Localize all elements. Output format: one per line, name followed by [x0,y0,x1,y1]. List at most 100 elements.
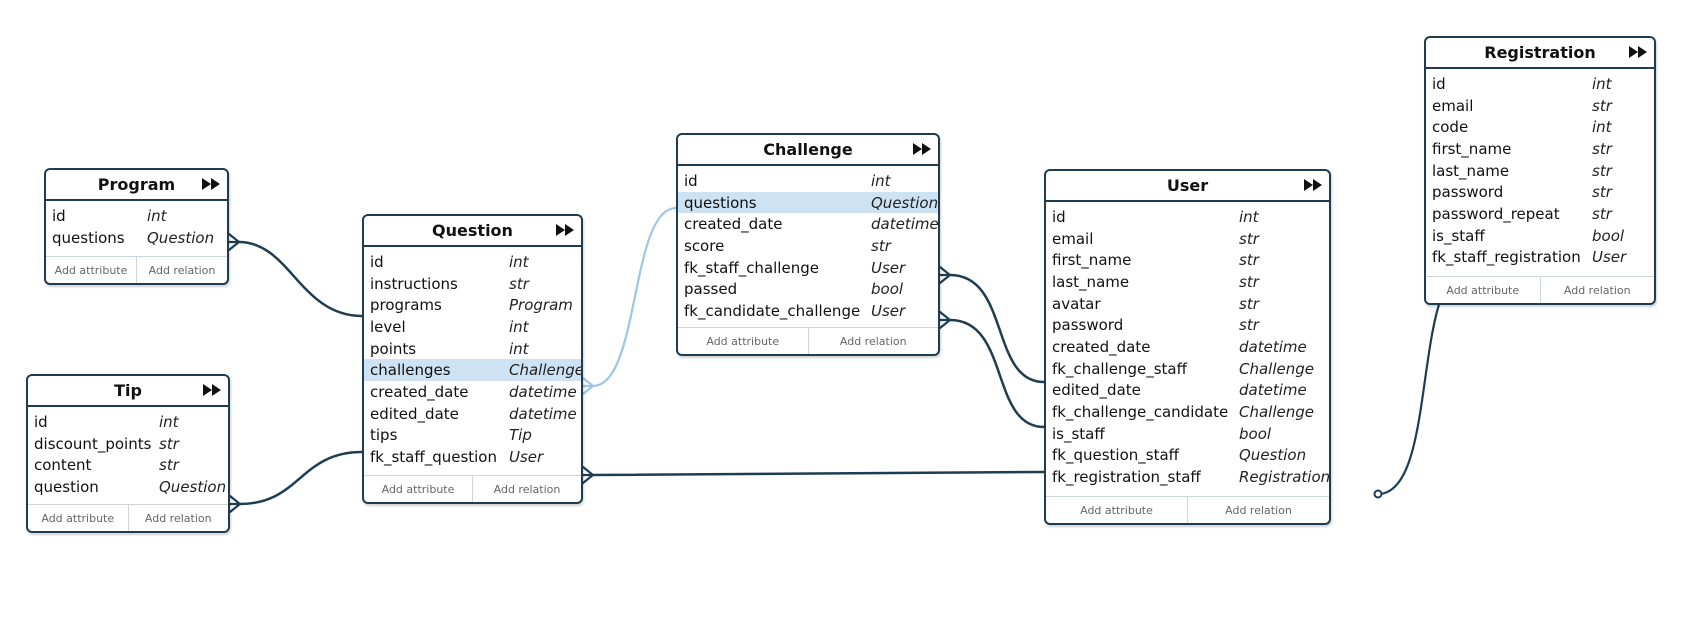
entity-header[interactable]: Registration [1426,38,1654,69]
entity-footer: Add attribute Add relation [1426,276,1654,303]
relationship-line [237,240,364,318]
entity-footer: Add attribute Add relation [364,475,581,502]
fast-forward-icon[interactable] [203,384,221,396]
entity-footer: Add attribute Add relation [678,327,938,354]
attribute-type: bool [871,280,904,299]
attribute-name: instructions [370,274,458,293]
attribute-type: Question [871,193,939,212]
add-attribute-button[interactable]: Add attribute [1446,283,1520,297]
attribute-type: Challenge [1239,403,1314,422]
attribute-type: str [1592,183,1612,202]
fast-forward-icon[interactable] [556,224,574,236]
attribute-name: last_name [1432,161,1510,180]
attribute-row[interactable]: id int [364,251,581,273]
add-relation-button[interactable]: Add relation [1539,277,1655,303]
entity-header[interactable]: Program [46,170,227,201]
attribute-type: datetime [1239,337,1307,356]
relationship-line [238,450,364,506]
fast-forward-icon[interactable] [202,178,220,190]
add-attribute-button[interactable]: Add attribute [1080,503,1153,517]
add-attribute-button[interactable]: Add attribute [41,511,115,525]
attribute-row[interactable]: password str [1426,181,1654,203]
attribute-type: int [509,339,529,358]
fast-forward-icon[interactable] [913,143,931,155]
attribute-row[interactable]: created_date datetime [678,213,938,235]
add-relation-button[interactable]: Add relation [472,476,581,502]
add-relation-button[interactable]: Add relation [136,257,227,283]
fast-forward-icon[interactable] [1304,179,1322,191]
add-relation-button[interactable]: Add relation [127,505,229,531]
attribute-name: fk_registration_staff [1052,468,1201,487]
attribute-type: datetime [871,215,939,234]
attribute-type: int [871,171,891,190]
fast-forward-icon[interactable] [1629,46,1647,58]
entity-header[interactable]: Question [364,216,581,247]
attribute-name: code [1432,118,1469,137]
add-attribute-button[interactable]: Add attribute [381,482,455,496]
entity-header[interactable]: Challenge [678,135,938,166]
entity-header[interactable]: Tip [28,376,228,407]
add-attribute-button[interactable]: Add attribute [54,263,128,277]
attribute-name: created_date [684,215,783,234]
attribute-name: fk_staff_registration [1432,248,1581,267]
entity-header[interactable]: User [1046,171,1329,202]
add-relation-button[interactable]: Add relation [1187,497,1329,523]
relationship-line [591,470,1046,477]
add-relation-button[interactable]: Add relation [807,328,939,354]
attribute-name: is_staff [1052,424,1105,443]
attribute-name: id [370,252,384,271]
add-attribute-button[interactable]: Add attribute [706,334,780,348]
attribute-name: password [1432,183,1504,202]
attribute-type: int [509,252,529,271]
